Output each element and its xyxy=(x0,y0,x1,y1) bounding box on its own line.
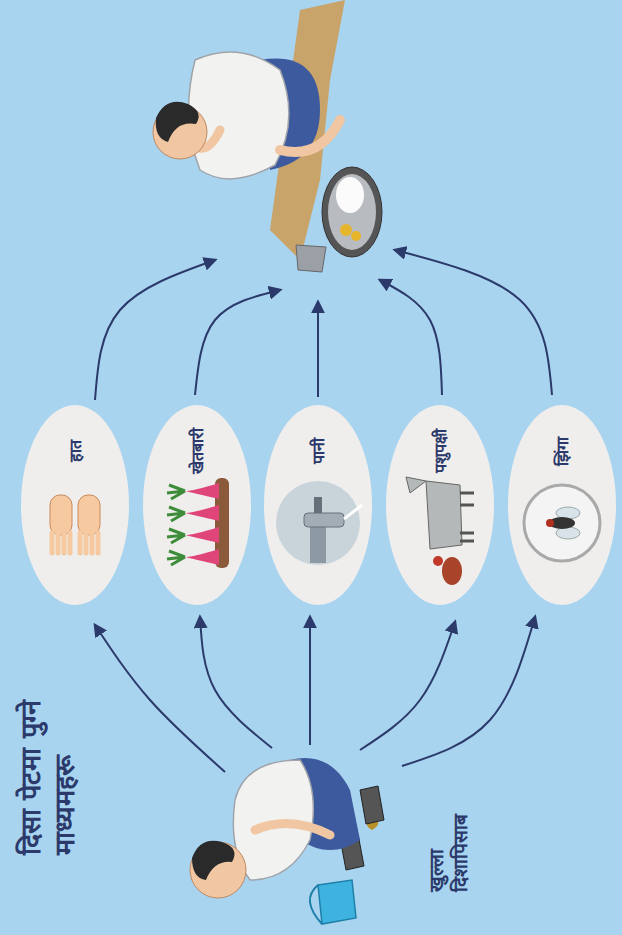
leaves xyxy=(167,529,185,543)
defecating-person xyxy=(190,758,384,924)
eating-person xyxy=(153,0,382,272)
flow-arrow xyxy=(95,625,225,772)
route-label: पशुपक्षी xyxy=(429,429,451,473)
plate-inner xyxy=(328,174,376,250)
arm xyxy=(255,824,330,835)
bucket-handle xyxy=(310,885,322,924)
shirt xyxy=(189,52,289,179)
route-icon xyxy=(524,485,600,561)
hand xyxy=(50,495,72,535)
finger xyxy=(50,533,55,553)
route-ellipse: झिंगा xyxy=(508,405,616,605)
hair xyxy=(192,841,234,880)
route-icon xyxy=(406,477,474,585)
sandal xyxy=(360,786,384,824)
hen-head xyxy=(433,556,443,566)
diagram-title: दिसा पेटमा पुग्ने माध्यमहरू xyxy=(14,675,82,855)
leaves xyxy=(167,485,185,499)
ellipse-shape xyxy=(21,405,129,605)
route-label: खेतबारी xyxy=(186,428,208,474)
plate xyxy=(322,167,382,257)
ellipse-outline xyxy=(264,405,372,605)
hand xyxy=(78,495,100,535)
glass xyxy=(296,245,326,272)
tap-body xyxy=(304,513,344,527)
radish xyxy=(185,483,219,499)
flow-arrow xyxy=(309,617,311,745)
finger xyxy=(78,533,83,553)
finger xyxy=(56,533,61,553)
flow-arrow xyxy=(317,302,319,397)
fly-frame xyxy=(524,485,600,561)
tap-handle xyxy=(314,497,322,513)
finger xyxy=(96,533,101,553)
leaves xyxy=(167,551,185,565)
ellipse-outline xyxy=(386,405,494,605)
figure-label: खुल्ला दिशापिसाब xyxy=(424,792,472,892)
route-label: झिंगा xyxy=(551,437,573,466)
curry xyxy=(340,224,352,236)
route-ellipse: हात xyxy=(21,405,129,605)
route-ellipse: पानी xyxy=(264,405,372,605)
route-ellipse: खेतबारी xyxy=(143,405,251,605)
flow-arrow xyxy=(395,250,552,395)
finger xyxy=(90,533,95,553)
curry xyxy=(351,231,361,241)
ellipse-outline xyxy=(508,405,616,605)
route-label: हात xyxy=(64,440,86,462)
flow-arrow xyxy=(380,280,442,395)
rice xyxy=(336,177,364,213)
goat xyxy=(426,481,462,549)
pipe xyxy=(310,523,326,563)
fly-eye xyxy=(546,519,554,527)
ellipse-shape xyxy=(508,405,616,605)
finger xyxy=(62,533,67,553)
hair xyxy=(156,102,199,142)
ellipse-shape xyxy=(264,405,372,605)
water-stream xyxy=(344,505,362,519)
flow-arrow xyxy=(195,290,280,395)
goat-legs xyxy=(460,493,474,541)
route-icon xyxy=(276,481,362,565)
tap-background xyxy=(276,481,360,565)
hen xyxy=(442,557,462,585)
leg xyxy=(280,120,340,152)
flow-arrow xyxy=(402,617,535,766)
radish xyxy=(185,549,219,565)
bucket xyxy=(318,880,356,924)
radish xyxy=(185,527,219,543)
finger xyxy=(84,533,89,553)
flow-arrow xyxy=(200,617,272,748)
route-ellipse: पशुपक्षी xyxy=(386,405,494,605)
finger xyxy=(68,533,73,553)
flow-arrow xyxy=(360,622,455,750)
ellipse-outline xyxy=(143,405,251,605)
ellipse-outline xyxy=(21,405,129,605)
route-icon xyxy=(167,478,229,568)
route-icon xyxy=(50,495,100,553)
radish xyxy=(185,505,219,521)
route-label: पानी xyxy=(307,438,329,464)
goat-head xyxy=(406,477,426,493)
leaves xyxy=(167,507,185,521)
